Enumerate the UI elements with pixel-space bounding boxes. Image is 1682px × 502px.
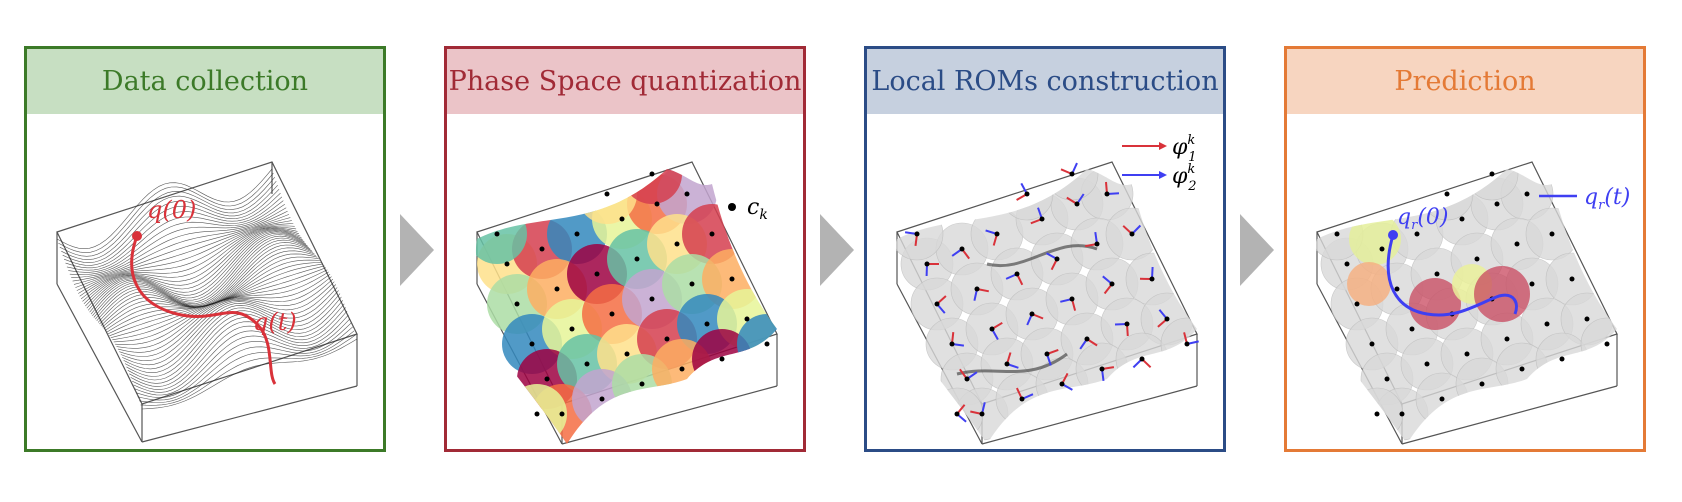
local-bases xyxy=(904,162,1199,423)
legend-ck: ck xyxy=(747,195,768,223)
trajectory xyxy=(130,235,277,385)
valley-ridges xyxy=(956,244,1098,376)
mesh-surface xyxy=(56,168,358,410)
label-qt: q(t) xyxy=(253,308,297,336)
voronoi-cells xyxy=(475,169,777,444)
panel-title: Data collection xyxy=(27,49,383,114)
panel-quantization: Phase Space quantization ck xyxy=(444,46,806,452)
label-qr0: qr(0) xyxy=(1397,205,1448,233)
voronoi-plot: ck xyxy=(475,161,778,445)
arrow-icon xyxy=(820,214,854,286)
gray-cells xyxy=(895,169,1197,441)
arrowhead-icon xyxy=(1159,171,1167,179)
arrowhead-icon xyxy=(1159,142,1167,150)
panel-data-collection: Data collection q(0) q(t) xyxy=(24,46,386,452)
panel-title: Prediction xyxy=(1287,49,1643,114)
panel-prediction: Prediction qr(0) qr(t) xyxy=(1284,46,1646,452)
legend-qrt: qr(t) xyxy=(1584,185,1630,213)
arrow-icon xyxy=(400,214,434,286)
panel-title: Phase Space quantization xyxy=(447,49,803,114)
panel-title: Local ROMs construction xyxy=(867,49,1223,114)
arrow-icon xyxy=(1240,214,1274,286)
initial-point xyxy=(1388,230,1398,240)
initial-point xyxy=(132,231,142,241)
centroids xyxy=(494,171,770,417)
legend-dot-icon xyxy=(728,203,736,211)
surface-plot: q(0) q(t) xyxy=(56,161,358,443)
reduced-trajectory xyxy=(1386,234,1518,317)
label-q0: q(0) xyxy=(147,196,196,224)
prediction-plot: qr(0) qr(t) xyxy=(1315,161,1630,445)
